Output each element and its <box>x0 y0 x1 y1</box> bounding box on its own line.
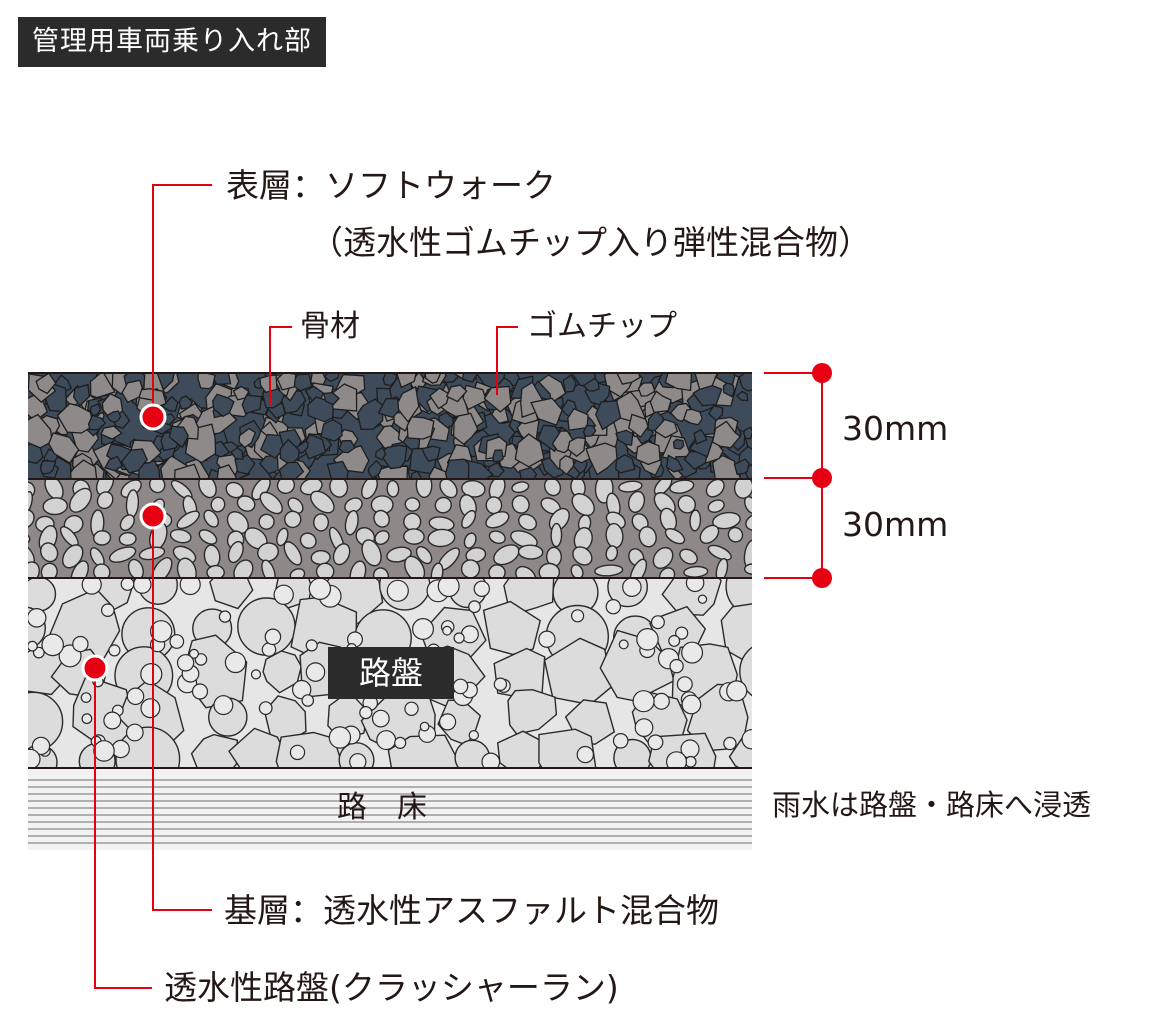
surface-layer-label: 表層：ソフトウォーク <box>226 166 556 205</box>
page-title: 管理用車両乗り入れ部 <box>18 17 326 67</box>
base-leader-line <box>152 516 212 911</box>
infiltration-note: 雨水は路盤・路床へ浸透 <box>772 788 1092 822</box>
base-marker-dot <box>139 502 167 530</box>
subbase-marker-dot <box>81 654 109 682</box>
surface-leader-line <box>152 184 212 417</box>
aggregate-label: 骨材 <box>300 309 360 344</box>
dimension-dot-middle <box>812 468 832 488</box>
rubber-chip-label: ゴムチップ <box>527 309 677 344</box>
roadbed-label: 路盤 <box>328 647 454 699</box>
dimension-dot-bottom <box>812 568 832 588</box>
surface-marker-dot <box>139 403 167 431</box>
subbase-leader-line <box>94 668 152 989</box>
subgrade-hatching <box>28 779 752 844</box>
surface-aggregate <box>28 373 752 479</box>
rubber-chip-leader-line <box>496 326 518 395</box>
subgrade-label: 路 床 <box>337 790 427 825</box>
dimension-dot-top <box>812 363 832 383</box>
aggregate-leader-line <box>269 326 292 405</box>
base-thickness: 30mm <box>842 505 949 544</box>
surface-layer-detail: （透水性ゴムチップ入り弾性混合物） <box>310 223 871 262</box>
surface-thickness: 30mm <box>842 409 949 448</box>
subbase-label: 透水性路盤(クラッシャーラン) <box>164 968 619 1007</box>
base-pebbles <box>28 479 752 578</box>
base-layer-label: 基層：透水性アスファルト混合物 <box>224 891 719 930</box>
